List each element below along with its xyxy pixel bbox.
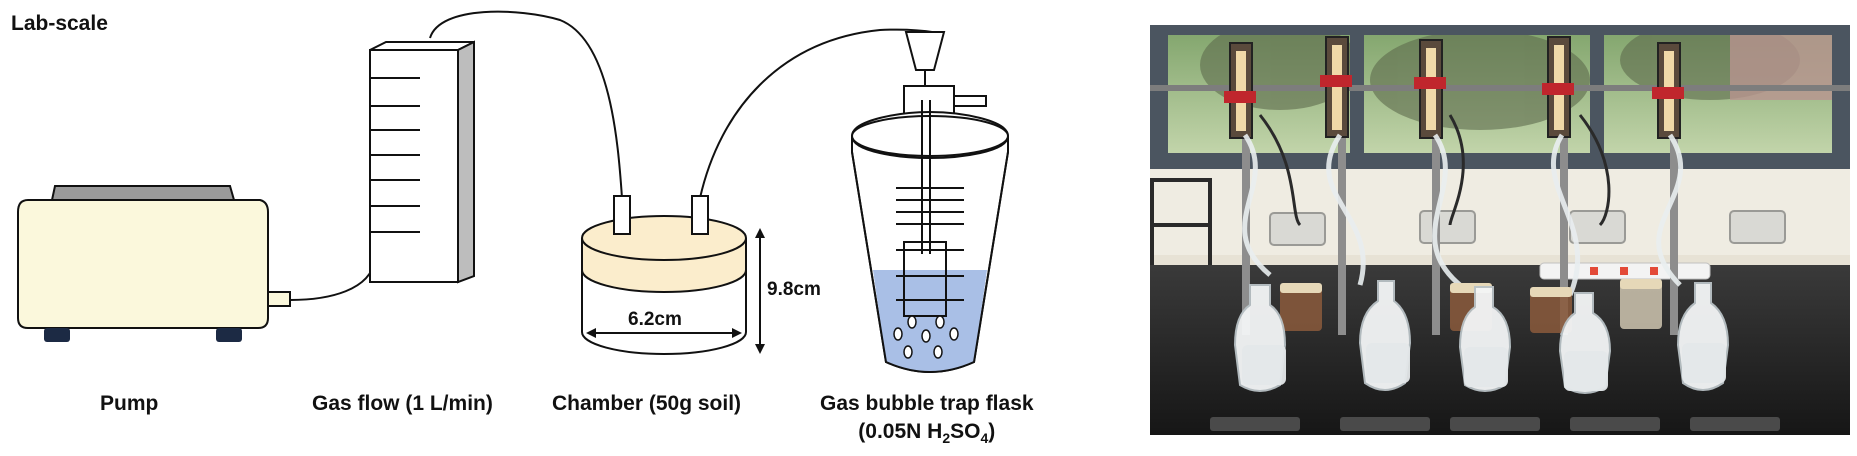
tube-chamber-to-trap (699, 28, 941, 199)
chamber-label: Chamber (50g soil) (552, 392, 742, 415)
lab-setup-photo (1150, 25, 1850, 435)
diagram-title: Lab-scale (11, 12, 108, 35)
pump-label: Pump (100, 392, 159, 415)
chamber-icon (581, 195, 765, 355)
trap-flask-label: Gas bubble trap flask (0.05N H2SO4) (820, 392, 1034, 446)
tube-flowmeter-to-chamber (429, 10, 623, 199)
trap-flask-label-line1: Gas bubble trap flask (820, 392, 1034, 415)
chamber-height-label: 9.8cm (767, 279, 821, 300)
trap-flask-icon (850, 31, 1010, 373)
trap-flask-label-line2: (0.05N H2SO4) (858, 420, 996, 447)
chamber-diameter-label: 6.2cm (628, 309, 682, 330)
gas-flow-label: Gas flow (1 L/min) (312, 392, 493, 415)
flowmeter-icon (369, 40, 475, 284)
pump-icon (17, 185, 291, 342)
lab-scale-diagram: Lab-scale (11, 10, 1034, 446)
schematic-drawing: 6.2cm 9.8cm (17, 10, 1010, 373)
lab-setup-photo-illustration (1150, 25, 1850, 435)
tube-pump-to-flowmeter (289, 259, 376, 301)
